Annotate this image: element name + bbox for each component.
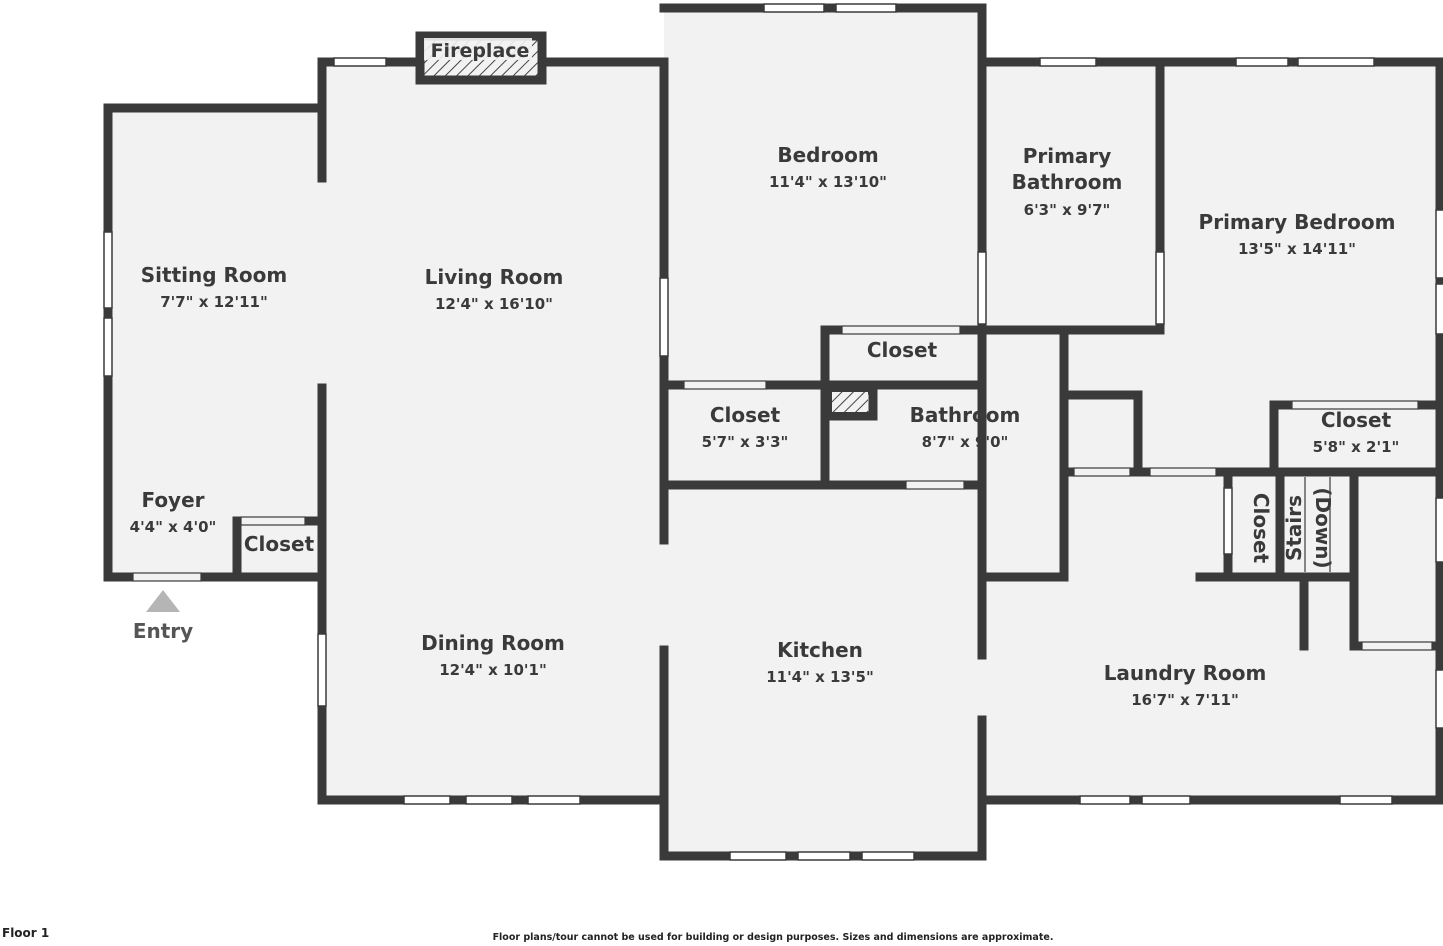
room-name: Closet	[1249, 493, 1273, 564]
room-name: Bedroom	[777, 143, 878, 167]
room-name-line2: Bathroom	[1012, 170, 1123, 194]
room-foyer: Foyer 4'4" x 4'0"	[130, 488, 217, 536]
fireplace-label: Fireplace	[431, 40, 530, 62]
chimney-hatch	[832, 392, 868, 412]
door-openings	[132, 325, 1433, 651]
stairs-treads	[1304, 477, 1331, 572]
floor-label: Floor 1	[2, 926, 50, 940]
room-name: Foyer	[141, 488, 204, 512]
room-primary-closet: Closet 5'8" x 2'1"	[1313, 408, 1400, 456]
room-name: Bathroom	[910, 403, 1021, 427]
room-laundry-room: Laundry Room 16'7" x 7'11"	[1104, 661, 1267, 709]
room-dims: 13'5" x 14'11"	[1238, 240, 1356, 258]
room-name: Dining Room	[421, 631, 565, 655]
room-kitchen: Kitchen 11'4" x 13'5"	[766, 638, 874, 686]
room-dining-room: Dining Room 12'4" x 10'1"	[421, 631, 565, 679]
room-bedroom: Bedroom 11'4" x 13'10"	[769, 143, 887, 191]
room-name-line1: Primary	[1023, 144, 1112, 168]
room-name: Sitting Room	[141, 263, 287, 287]
entry-label: Entry	[133, 619, 193, 643]
room-dims: 12'4" x 10'1"	[439, 661, 547, 679]
disclaimer: Floor plans/tour cannot be used for buil…	[492, 932, 1054, 943]
room-name: Kitchen	[777, 638, 863, 662]
entry-arrow-icon	[146, 590, 180, 612]
room-dims: 5'7" x 3'3"	[702, 433, 789, 451]
room-name-line1: Stairs	[1282, 495, 1306, 561]
room-bedroom-closet: Closet	[867, 338, 938, 362]
room-foyer-closet: Closet	[244, 532, 315, 556]
room-name-line2: (Down)	[1311, 487, 1335, 568]
room-dims: 12'4" x 16'10"	[435, 295, 553, 313]
room-living-room: Living Room 12'4" x 16'10"	[425, 265, 564, 313]
room-dims: 8'7" x 9'0"	[922, 433, 1009, 451]
room-dims: 7'7" x 12'11"	[160, 293, 268, 311]
windows	[103, 3, 1443, 861]
room-stairs: Stairs (Down)	[1282, 487, 1335, 568]
room-name: Living Room	[425, 265, 564, 289]
room-dims: 6'3" x 9'7"	[1024, 201, 1111, 219]
room-name: Closet	[867, 338, 938, 362]
room-sitting-room: Sitting Room 7'7" x 12'11"	[141, 263, 287, 311]
room-name: Laundry Room	[1104, 661, 1267, 685]
fireplace: Fireplace	[415, 31, 547, 85]
room-laundry-closet: Closet	[1249, 493, 1273, 564]
floor-fill	[108, 8, 1440, 856]
room-dims: 5'8" x 2'1"	[1313, 438, 1400, 456]
room-hall-closet: Closet 5'7" x 3'3"	[702, 403, 789, 451]
room-name: Primary Bedroom	[1199, 210, 1396, 234]
room-bathroom: Bathroom 8'7" x 9'0"	[910, 403, 1021, 451]
room-name: Closet	[710, 403, 781, 427]
room-primary-bedroom: Primary Bedroom 13'5" x 14'11"	[1199, 210, 1396, 258]
room-dims: 11'4" x 13'5"	[766, 668, 874, 686]
room-dims: 11'4" x 13'10"	[769, 173, 887, 191]
room-dims: 16'7" x 7'11"	[1131, 691, 1239, 709]
room-name: Closet	[1321, 408, 1392, 432]
room-dims: 4'4" x 4'0"	[130, 518, 217, 536]
room-primary-bathroom: Primary Bathroom 6'3" x 9'7"	[1012, 144, 1123, 219]
room-name: Closet	[244, 532, 315, 556]
